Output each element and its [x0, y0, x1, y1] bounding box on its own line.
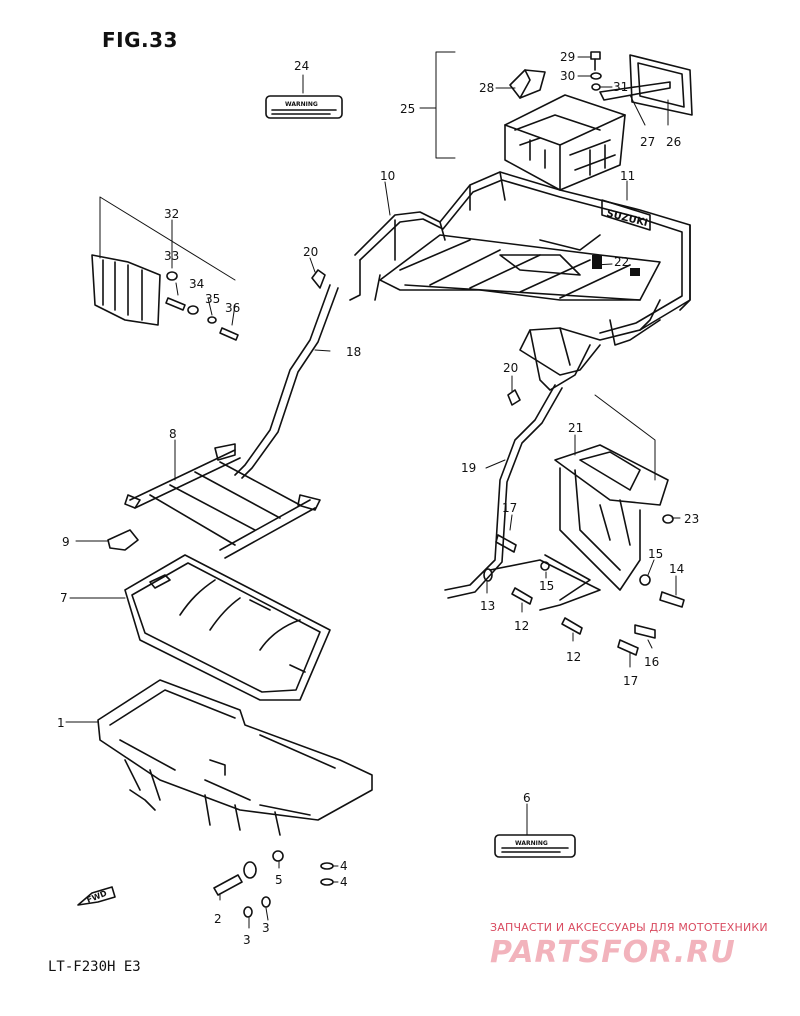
nut-23 — [662, 514, 674, 524]
bolt-36 — [219, 327, 239, 341]
bolt-17-lower — [617, 639, 639, 656]
nut-3-b — [261, 896, 271, 908]
callout-22: 22 — [614, 255, 629, 269]
warning-text-6: WARNING — [515, 840, 548, 847]
washer-4-b — [320, 878, 334, 886]
callout-11: 11 — [620, 169, 635, 183]
washer-13 — [483, 568, 493, 582]
watermark-tagline: ЗАПЧАСТИ И АКСЕССУАРЫ ДЛЯ МОТОТЕХНИКИ — [490, 921, 768, 934]
washer-35 — [207, 316, 217, 324]
callout-4-a: 4 — [340, 859, 348, 873]
fastener-heads — [592, 255, 640, 276]
fwd-arrow — [77, 886, 116, 906]
callout-13: 13 — [480, 599, 495, 613]
bracket-21 — [489, 444, 669, 611]
callout-24: 24 — [294, 59, 309, 73]
callout-30: 30 — [560, 69, 575, 83]
callout-33: 33 — [164, 249, 179, 263]
nut-5 — [272, 850, 284, 862]
callout-1: 1 — [57, 716, 65, 730]
leader-lines — [65, 51, 681, 929]
frame-8 — [124, 443, 321, 559]
bolt-20-upper — [311, 269, 326, 289]
nut-31 — [591, 83, 601, 91]
callout-numbers: 24 25 28 29 30 31 27 26 10 11 22 20 32 3… — [57, 50, 699, 947]
bolt-17-upper — [495, 534, 517, 553]
callout-4-b: 4 — [340, 875, 348, 889]
figure-title: FIG.33 — [102, 28, 178, 52]
warning-text-24: WARNING — [285, 101, 318, 108]
bolt-12-b — [561, 617, 583, 635]
bolt-34 — [165, 297, 186, 311]
brace-19 — [444, 384, 563, 599]
callout-26: 26 — [666, 135, 681, 149]
callout-35: 35 — [205, 292, 220, 306]
bolt-22 — [592, 255, 602, 269]
tool-box — [504, 94, 626, 191]
clamp-28 — [509, 69, 546, 99]
bolt-29 — [590, 51, 601, 71]
rear-rack — [349, 171, 691, 391]
callout-3-b: 3 — [243, 933, 251, 947]
callout-10: 10 — [380, 169, 395, 183]
front-rack-1 — [97, 679, 373, 836]
callout-23: 23 — [684, 512, 699, 526]
model-code: LT-F230H E3 — [48, 959, 141, 975]
bolt-20-lower — [507, 389, 521, 406]
collar-34 — [187, 305, 199, 315]
callout-20-upper: 20 — [303, 245, 318, 259]
callout-20-lower: 20 — [503, 361, 518, 375]
spacer-2 — [243, 861, 257, 879]
callout-29: 29 — [560, 50, 575, 64]
collar-15-a — [540, 561, 550, 571]
washer-4-a — [320, 862, 334, 870]
bolt-14 — [659, 591, 685, 608]
callout-9: 9 — [62, 535, 70, 549]
callout-31: 31 — [613, 80, 628, 94]
suzuki-emblem — [601, 199, 651, 231]
callout-12-a: 12 — [514, 619, 529, 633]
nut-33 — [166, 271, 178, 281]
callout-19: 19 — [461, 461, 476, 475]
washer-30 — [590, 72, 602, 80]
callout-5: 5 — [275, 873, 283, 887]
callout-2: 2 — [214, 912, 222, 926]
callout-21: 21 — [568, 421, 583, 435]
callout-34: 34 — [189, 277, 204, 291]
warning-label-24 — [265, 95, 343, 119]
callout-17-upper: 17 — [502, 501, 517, 515]
callout-15-right: 15 — [648, 547, 663, 561]
callout-8: 8 — [169, 427, 177, 441]
callout-25: 25 — [400, 102, 415, 116]
clamp-9 — [107, 529, 139, 551]
callout-16: 16 — [644, 655, 659, 669]
nut-3-a — [243, 906, 253, 918]
front-guard-32 — [91, 254, 161, 326]
callout-27: 27 — [640, 135, 655, 149]
callout-7: 7 — [60, 591, 68, 605]
callout-14: 14 — [669, 562, 684, 576]
collar-15-b — [639, 574, 651, 586]
callout-18: 18 — [346, 345, 361, 359]
bolt-12-a — [511, 587, 533, 605]
tray-7 — [124, 554, 331, 701]
callout-15-left: 15 — [539, 579, 554, 593]
box-bracket — [599, 54, 693, 116]
callout-3-a: 3 — [262, 921, 270, 935]
callout-32: 32 — [164, 207, 179, 221]
callout-6: 6 — [523, 791, 531, 805]
callout-28: 28 — [479, 81, 494, 95]
bolt-2 — [213, 874, 243, 896]
nut-22 — [630, 268, 640, 276]
callout-36: 36 — [225, 301, 240, 315]
bolt-16 — [634, 624, 656, 639]
warning-label-6 — [494, 834, 576, 858]
callout-17-lower: 17 — [623, 674, 638, 688]
callout-12-b: 12 — [566, 650, 581, 664]
brace-18 — [234, 284, 339, 479]
watermark-brand: PARTSFOR.RU — [490, 935, 736, 970]
